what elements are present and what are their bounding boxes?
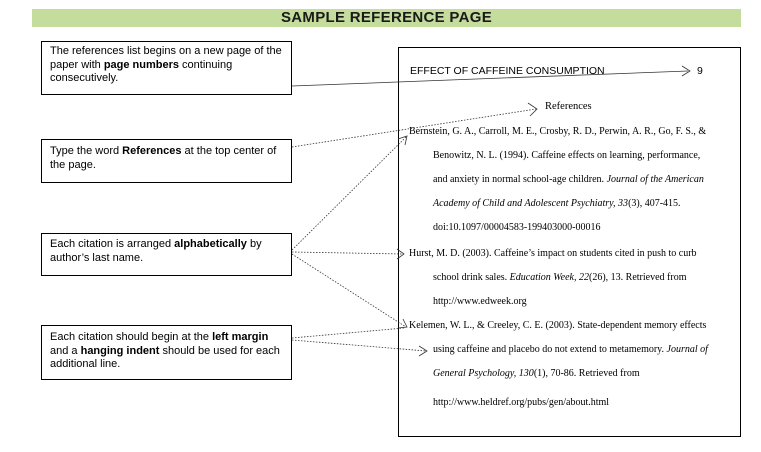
reference-text: Journal of the American <box>606 174 704 185</box>
reference-text: http://www.heldref.org/pubs/gen/about.ht… <box>433 397 610 408</box>
reference-text: http://www.edweek.org <box>433 296 527 307</box>
reference-continuation-line: Benowitz, N. L. (1994). Caffeine effects… <box>433 150 700 162</box>
note-text: left margin <box>212 331 269 343</box>
note-text: The references list begins on a new page… <box>50 45 282 71</box>
page-numbers-note: The references list begins on a new page… <box>41 41 292 95</box>
reference-continuation-line: using caffeine and placebo do not extend… <box>433 344 708 356</box>
arrow-alpha-hurst <box>291 251 404 255</box>
note-text: page numbers <box>103 58 179 71</box>
note-text: hanging indent <box>80 344 160 357</box>
arrowhead-alpha-hurst <box>396 248 405 260</box>
reference-entry-first-line: Bernstein, G. A., Carroll, M. E., Crosby… <box>409 126 706 138</box>
arrowhead-alpha-kelemen <box>397 318 408 329</box>
page-title: SAMPLE REFERENCE PAGE <box>32 9 741 27</box>
reference-text: school drink sales. <box>433 272 510 283</box>
arrow-references-heading <box>291 108 537 148</box>
reference-entry-first-line: Hurst, M. D. (2003). Caffeine’s impact o… <box>409 248 697 260</box>
reference-continuation-line: Academy of Child and Adolescent Psychiat… <box>433 198 681 210</box>
references-title-note: Type the word References at the top cent… <box>41 139 292 183</box>
arrow-alpha-bernstein <box>291 136 407 251</box>
reference-text: Academy of Child and Adolescent Psychiat… <box>433 198 629 209</box>
reference-text: Hurst, M. D. (2003). Caffeine’s impact o… <box>409 248 697 259</box>
reference-text: Journal of <box>666 344 708 355</box>
reference-text: doi:10.1097/00004583-199403000-00016 <box>433 222 601 233</box>
hanging-indent-note: Each citation should begin at the left m… <box>41 325 292 380</box>
reference-continuation-line: doi:10.1097/00004583-199403000-00016 <box>433 222 601 234</box>
reference-continuation-line: General Psychology, 130(1), 70-86. Retri… <box>433 368 640 380</box>
reference-text: and anxiety in normal school-age childre… <box>433 174 607 185</box>
arrow-page-number <box>291 70 689 87</box>
reference-continuation-line: and anxiety in normal school-age childre… <box>433 174 704 186</box>
reference-text: Benowitz, N. L. (1994). Caffeine effects… <box>433 150 701 161</box>
reference-text: General Psychology, 130 <box>433 368 534 379</box>
arrowhead-alpha-bernstein <box>397 135 408 146</box>
reference-text: Bernstein, G. A., Carroll, M. E., Crosby… <box>409 126 707 137</box>
reference-text: Kelemen, W. L., & Creeley, C. E. (2003).… <box>409 320 707 331</box>
reference-text: Education Week, 22 <box>509 272 589 283</box>
note-text: Type the word <box>50 145 123 157</box>
arrow-hanging-indent <box>291 339 427 352</box>
note-text: alphabetically <box>174 238 247 250</box>
reference-continuation-line: http://www.heldref.org/pubs/gen/about.ht… <box>433 397 609 409</box>
arrow-alpha-kelemen <box>291 253 407 328</box>
reference-text: (1), 70-86. Retrieved from <box>533 368 640 379</box>
references-heading: References <box>545 101 592 112</box>
note-text: at the top center of the page. <box>50 145 277 171</box>
running-head: EFFECT OF CAFFEINE CONSUMPTION <box>410 65 605 77</box>
arrowhead-page-number <box>681 65 691 77</box>
note-text: References <box>122 145 182 157</box>
note-text: and a <box>50 344 81 357</box>
reference-text: using caffeine and placebo do not extend… <box>433 344 667 355</box>
note-text: Each citation is arranged <box>50 238 175 250</box>
arrowhead-references-heading <box>527 102 538 117</box>
arrow-left-margin <box>291 327 405 339</box>
reference-page-sample <box>398 47 741 437</box>
reference-text: (3), 407-415. <box>628 198 681 209</box>
arrowhead-hanging-indent <box>418 345 428 357</box>
reference-continuation-line: http://www.edweek.org <box>433 296 527 308</box>
page-number: 9 <box>697 65 703 77</box>
note-text: Each citation should begin at the <box>50 331 213 343</box>
note-text: continuing consecutively. <box>50 58 233 85</box>
reference-continuation-line: school drink sales. Education Week, 22(2… <box>433 272 686 284</box>
reference-entry-first-line: Kelemen, W. L., & Creeley, C. E. (2003).… <box>409 320 706 332</box>
reference-text: (26), 13. Retrieved from <box>589 272 687 283</box>
alphabetical-note: Each citation is arranged alphabetically… <box>41 233 292 276</box>
note-text: should be used for each additional line. <box>50 344 280 371</box>
note-text: by author’s last name. <box>50 238 262 264</box>
